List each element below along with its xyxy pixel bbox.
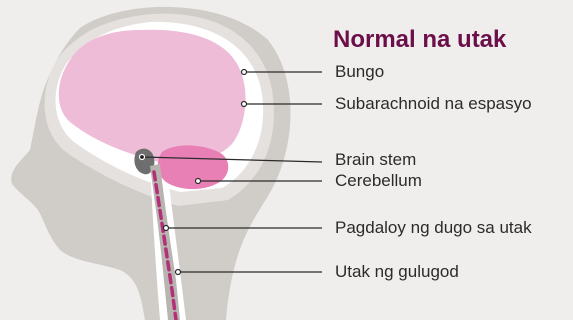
- cerebellum: [158, 145, 228, 189]
- label-blood-flow: Pagdaloy ng dugo sa utak: [335, 218, 532, 238]
- marker-brain-stem: [140, 155, 145, 160]
- marker-bungo: [242, 70, 247, 75]
- label-spinal-cord: Utak ng gulugod: [335, 262, 459, 282]
- label-subarachnoid: Subarachnoid na espasyo: [335, 94, 532, 114]
- marker-subarachnoid: [242, 102, 247, 107]
- label-brain-stem: Brain stem: [335, 150, 416, 170]
- label-skull: Bungo: [335, 62, 384, 82]
- marker-cerebellum: [196, 179, 201, 184]
- marker-spinal-cord: [176, 270, 181, 275]
- marker-blood-flow: [164, 226, 169, 231]
- label-cerebellum: Cerebellum: [335, 171, 422, 191]
- diagram-title: Normal na utak: [333, 26, 506, 54]
